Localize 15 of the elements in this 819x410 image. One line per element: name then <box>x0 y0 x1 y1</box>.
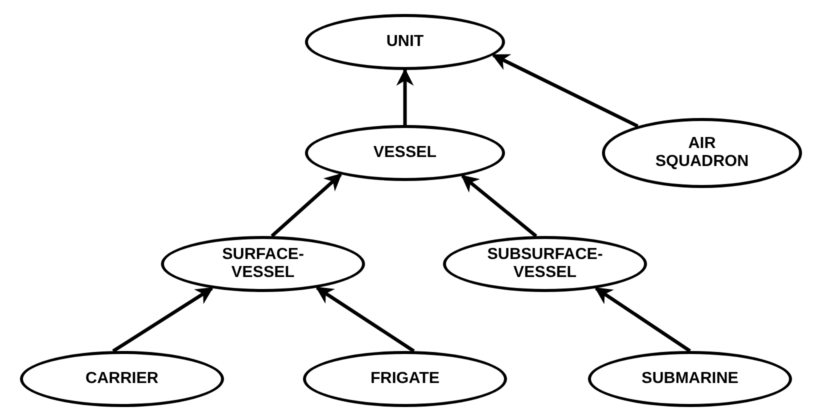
node-label: UNIT <box>386 33 424 51</box>
arrow <box>270 173 342 238</box>
node-label: SUBMARINE <box>642 370 738 388</box>
node-label: CARRIER <box>86 370 158 388</box>
node-label: AIR SQUADRON <box>654 135 750 171</box>
node-label: SUBSURFACE-VESSEL <box>486 246 604 282</box>
arrow <box>112 286 214 353</box>
node-label: SURFACE-VESSEL <box>221 246 305 282</box>
arrow <box>492 54 638 128</box>
node-label: VESSEL <box>373 144 437 162</box>
node-label: FRIGATE <box>370 370 440 388</box>
arrow <box>316 286 415 353</box>
arrow <box>594 286 691 352</box>
arrow <box>461 174 538 238</box>
arrow <box>396 68 414 125</box>
